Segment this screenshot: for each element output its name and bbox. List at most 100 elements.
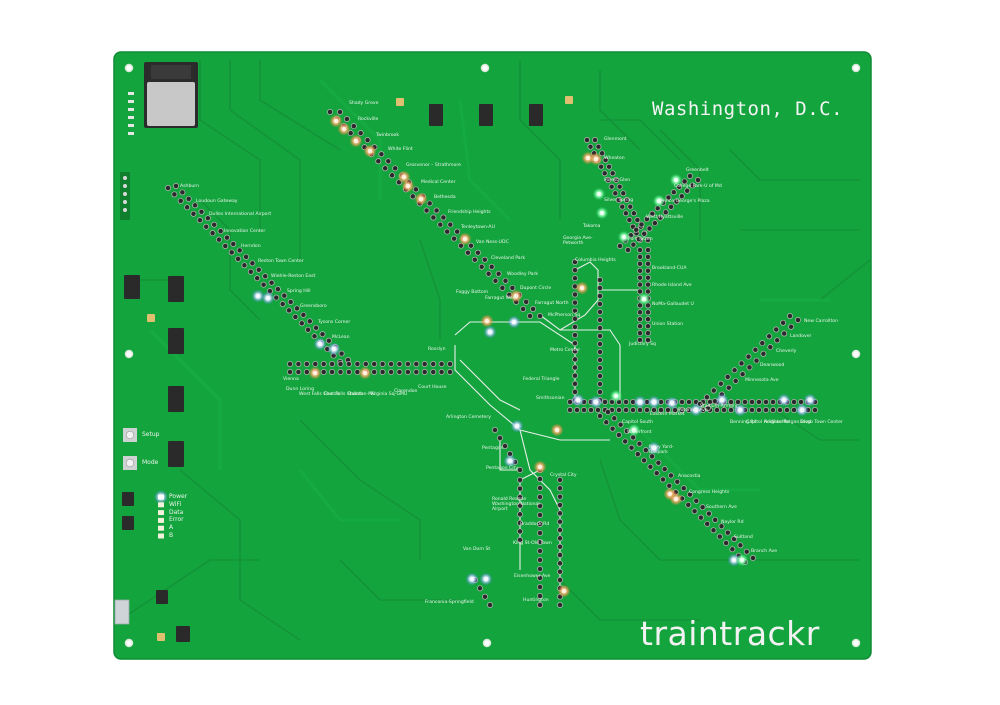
station-pad <box>447 221 454 228</box>
station-label: Brookland-CUA <box>652 266 687 271</box>
lit-led <box>737 407 743 413</box>
station-pad <box>597 309 603 315</box>
station-pad <box>298 320 305 327</box>
lit-led <box>353 138 359 144</box>
station-pad <box>572 380 578 387</box>
usb-c-port[interactable] <box>114 599 130 625</box>
station-pad <box>292 313 299 320</box>
station-pad <box>638 221 645 228</box>
station-pad <box>404 369 411 375</box>
station-pad <box>661 466 668 473</box>
setup-button[interactable] <box>123 428 137 442</box>
station-pad <box>557 543 563 550</box>
lit-led <box>641 296 647 302</box>
station-pad <box>209 230 216 237</box>
station-pad <box>770 407 776 413</box>
station-pad <box>537 521 543 527</box>
station-label: Suitland <box>734 535 753 540</box>
station-pad <box>637 260 643 267</box>
station-label: Largo Town Center <box>800 420 843 425</box>
station-pad <box>430 361 437 367</box>
station-pad <box>623 407 629 413</box>
station-pad <box>523 298 530 305</box>
station-label: Twinbrook <box>376 133 399 138</box>
station-pad <box>773 326 780 333</box>
lit-led <box>656 198 662 204</box>
station-pad <box>517 537 523 543</box>
station-pad <box>728 399 734 405</box>
station-pad <box>670 189 677 196</box>
station-pad <box>537 575 543 581</box>
station-pad <box>537 593 543 599</box>
station-pad <box>645 253 651 260</box>
station-pad <box>788 323 795 330</box>
station-pad <box>557 568 563 575</box>
station-pad <box>637 309 643 316</box>
station-pad <box>634 217 641 223</box>
station-label: Federal Triangle <box>523 377 560 382</box>
station-pad <box>703 394 710 401</box>
station-label: Stadium-Armory <box>700 404 738 409</box>
mode-button[interactable] <box>123 456 137 470</box>
station-pad <box>597 341 603 347</box>
station-pad <box>567 407 573 413</box>
station-label: West Hyattsville <box>646 215 684 220</box>
setup-label: Setup <box>142 431 160 438</box>
station-label: Braddock Rd <box>520 522 550 527</box>
station-pad <box>362 361 369 367</box>
station-pad <box>303 361 310 367</box>
station-pad <box>319 331 326 338</box>
station-pad <box>537 530 543 536</box>
station-pad <box>255 266 262 273</box>
station-pad <box>204 215 211 222</box>
station-label: Franconia-Springfield <box>425 600 474 605</box>
station-pad <box>216 236 222 243</box>
station-pad <box>281 292 288 299</box>
station-pad <box>495 270 502 277</box>
station-label: Rosslyn <box>428 347 446 352</box>
station-pad <box>517 467 523 473</box>
station-pad <box>379 361 386 367</box>
station-pad <box>235 255 242 262</box>
lit-led <box>317 341 323 347</box>
station-label: Foggy Bottom <box>456 290 489 295</box>
lit-led <box>651 445 657 451</box>
station-pad <box>787 313 793 319</box>
status-led <box>158 502 164 508</box>
station-pad <box>572 356 578 363</box>
station-pad <box>572 299 578 306</box>
station-pad <box>313 324 320 331</box>
station-pad <box>780 319 787 326</box>
station-label: Judiciary Sq <box>629 342 656 347</box>
station-label: Clarendon <box>394 389 418 394</box>
station-pad <box>766 333 773 340</box>
station-pad <box>447 361 453 367</box>
station-pad <box>717 380 724 387</box>
station-pad <box>655 459 662 466</box>
station-pad <box>211 221 218 228</box>
station-label: Glenmont <box>604 137 627 142</box>
lit-led <box>341 126 347 132</box>
station-pad <box>433 207 440 214</box>
station-label: Spring Hill <box>287 289 311 294</box>
station-label: Bethesda <box>434 195 456 200</box>
station-pad <box>623 197 630 203</box>
station-label: Cleveland Park <box>491 256 526 261</box>
station-pad <box>617 243 623 249</box>
status-led <box>158 533 164 539</box>
station-pad <box>749 407 755 413</box>
station-pad <box>619 203 626 210</box>
station-label: Benning Rd <box>730 420 757 425</box>
station-label: McPherson Sq <box>548 313 581 318</box>
station-label: Eastern Market <box>650 412 685 417</box>
station-pad <box>557 485 563 492</box>
station-pad <box>731 367 738 374</box>
station-label: East Falls Church <box>324 392 364 397</box>
lit-led <box>739 557 745 563</box>
station-pad <box>572 332 578 339</box>
brand-logo: traintrackr <box>640 614 820 653</box>
lit-led <box>593 399 599 405</box>
station-label: Grosvenor – Strathmore <box>406 163 461 168</box>
station-label: Shady Grove <box>349 101 379 106</box>
station-pad <box>644 407 650 413</box>
